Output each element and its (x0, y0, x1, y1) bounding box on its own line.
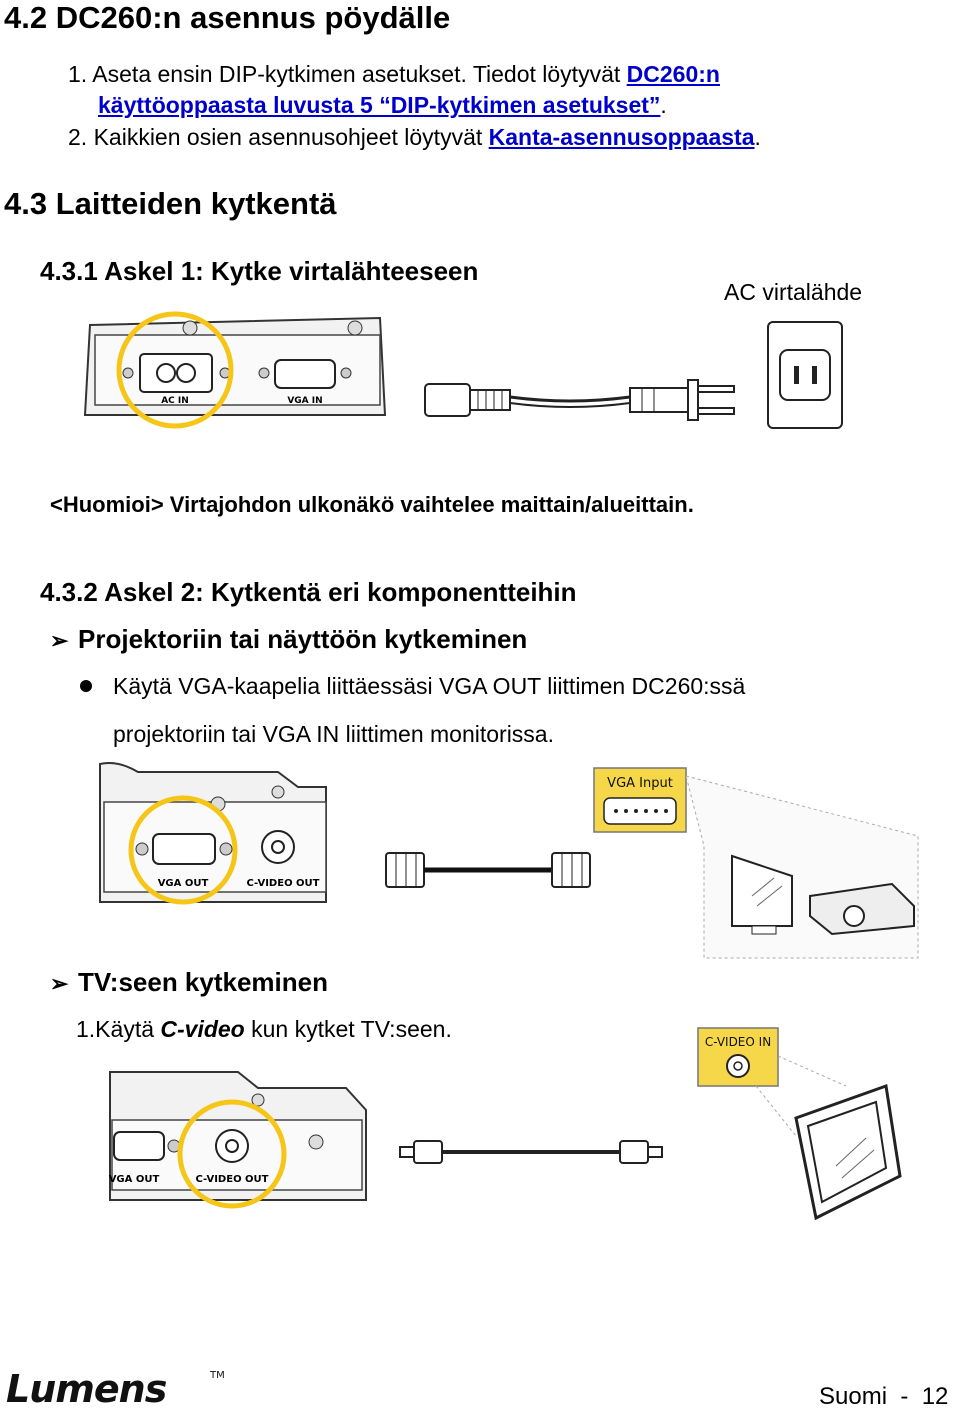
item2-text: 2. Kaikkien osien asennusohjeet löytyvät (68, 124, 489, 150)
instruction-item-2: 2. Kaikkien osien asennusohjeet löytyvät… (68, 124, 761, 151)
dc260-manual-link[interactable]: DC260:n (626, 61, 720, 87)
port-label-cvideo-out: C-VIDEO OUT (246, 878, 319, 889)
port-label-ac-in: AC IN (161, 396, 189, 406)
wall-outlet-illustration (767, 321, 843, 429)
vga-bullet-line2: projektoriin tai VGA IN liittimen monito… (113, 721, 554, 747)
item2-suffix: . (754, 124, 761, 150)
device-rear-power-illustration: AC IN VGA IN (83, 311, 387, 429)
instruction-item-1: 1. Aseta ensin DIP-kytkimen asetukset. T… (68, 61, 720, 88)
lumens-logo: Lumens TM (6, 1367, 225, 1408)
highlight-circle (116, 311, 234, 429)
port-label-vga-out: VGA OUT (109, 1174, 160, 1185)
section-4-3-title: 4.3 Laitteiden kytkentä (4, 186, 337, 221)
port-label-cvideo-out: C-VIDEO OUT (195, 1174, 268, 1185)
section-4-2-title: 4.2 DC260:n asennus pöydälle (4, 0, 451, 35)
vga-input-monitor-projector-illustration: VGA Input (593, 767, 919, 959)
tv-instruction: 1.Käytä C-video kun kytket TV:seen. (76, 1016, 452, 1043)
dip-switch-chapter-link[interactable]: käyttöoppaasta luvusta 5 “DIP-kytkimen a… (98, 92, 661, 118)
highlight-circle (128, 795, 238, 905)
tv-instruction-prefix: 1.Käytä (76, 1016, 161, 1042)
bullet-dot-icon (80, 680, 92, 692)
tv-instruction-emphasis: C-video (160, 1016, 245, 1042)
port-label-vga-in: VGA IN (287, 396, 322, 406)
device-rear-vga-illustration: VGA OUT C-VIDEO OUT (99, 762, 327, 905)
page-number: Suomi - 12 (819, 1383, 949, 1410)
projector-heading: ➢ Projektoriin tai näyttöön kytkeminen (50, 624, 527, 655)
cvideo-in-tv-illustration: C-VIDEO IN (697, 1027, 902, 1221)
projector-heading-text: Projektoriin tai näyttöön kytkeminen (78, 624, 528, 654)
trademark-mark: TM (209, 1370, 225, 1381)
vga-input-label: VGA Input (607, 776, 673, 791)
power-cord-illustration (424, 379, 735, 421)
lumens-logo-text: Lumens (6, 1367, 167, 1408)
arrow-bullet-icon: ➢ (50, 971, 69, 996)
vga-cable-illustration (385, 852, 591, 888)
cvideo-in-label: C-VIDEO IN (705, 1035, 771, 1049)
arrow-bullet-icon: ➢ (50, 628, 69, 653)
composite-video-cable-illustration (399, 1140, 663, 1164)
step2-title: 4.3.2 Askel 2: Kytkentä eri komponenttei… (40, 577, 577, 607)
tv-heading-text: TV:seen kytkeminen (78, 967, 328, 997)
item1-suffix: . (660, 92, 667, 118)
instruction-item-1-cont: käyttöoppaasta luvusta 5 “DIP-kytkimen a… (98, 92, 667, 119)
highlight-circle (177, 1099, 287, 1209)
ac-power-label: AC virtalähde (724, 279, 863, 305)
power-cord-note: <Huomioi> Virtajohdon ulkonäkö vaihtelee… (50, 492, 694, 517)
base-installation-guide-link[interactable]: Kanta-asennusoppaasta (488, 124, 755, 150)
port-label-vga-out: VGA OUT (158, 878, 209, 889)
device-rear-cvideo-illustration: VGA OUT C-VIDEO OUT (109, 1071, 367, 1209)
tv-instruction-suffix: kun kytket TV:seen. (244, 1016, 452, 1042)
tv-heading: ➢ TV:seen kytkeminen (50, 967, 328, 998)
vga-bullet-line1: Käytä VGA-kaapelia liittäessäsi VGA OUT … (113, 673, 746, 699)
item1-text: 1. Aseta ensin DIP-kytkimen asetukset. T… (68, 61, 627, 87)
step1-title: 4.3.1 Askel 1: Kytke virtalähteeseen (40, 256, 479, 286)
